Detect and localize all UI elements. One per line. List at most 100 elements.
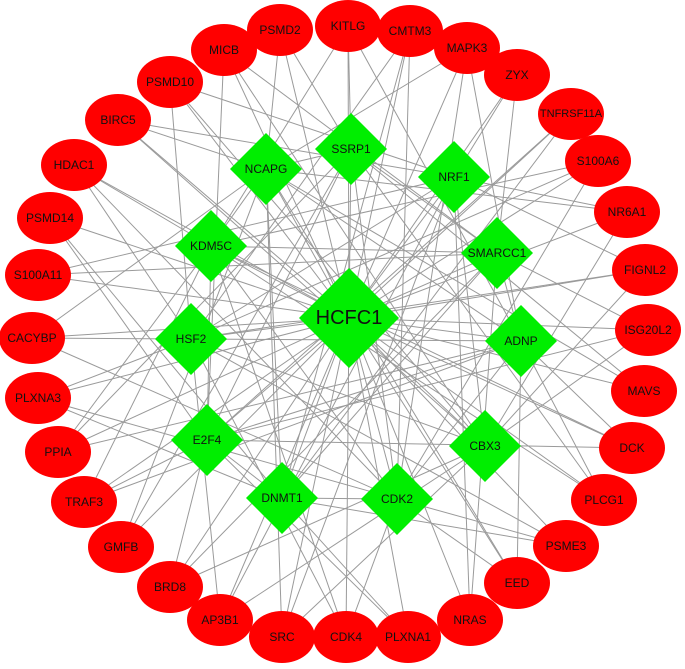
node-shape-s100a11 xyxy=(5,249,71,301)
node-shape-psmd10 xyxy=(137,56,203,108)
edge-plcg1-hcfc1 xyxy=(348,317,605,501)
hub-node-adnp[interactable]: ADNP xyxy=(485,305,557,377)
node-plxna1[interactable]: PLXNA1 xyxy=(375,611,441,663)
node-micb[interactable]: MICB xyxy=(191,24,257,76)
node-hdac1[interactable]: HDAC1 xyxy=(41,139,107,191)
node-label-dck: DCK xyxy=(619,441,644,455)
edge-ppia-adnp xyxy=(57,340,522,453)
node-psmd10[interactable]: PSMD10 xyxy=(137,56,203,108)
hub-node-hcfc1[interactable]: HCFC1 xyxy=(299,268,399,368)
node-brd8[interactable]: BRD8 xyxy=(137,561,203,613)
node-label-mavs: MAVS xyxy=(627,384,660,398)
node-zyx[interactable]: ZYX xyxy=(484,49,550,101)
node-label-src: SRC xyxy=(269,630,295,644)
hub-label-ncapg: NCAPG xyxy=(245,162,288,176)
node-nras[interactable]: NRAS xyxy=(437,594,503,646)
node-isg20l2[interactable]: ISG20L2 xyxy=(615,304,681,356)
edge-brd8-hcfc1 xyxy=(169,317,350,588)
node-gmfb[interactable]: GMFB xyxy=(88,521,154,573)
node-shape-eed xyxy=(484,557,550,609)
edge-isg20l2-cbx3 xyxy=(484,329,649,447)
node-shape-cdk4 xyxy=(313,611,379,663)
edge-ssrp1-smarcc1 xyxy=(350,148,498,254)
edge-mapk3-adnp xyxy=(466,47,522,342)
edge-psme3-hcfc1 xyxy=(348,317,567,547)
edge-psmd10-cbx3 xyxy=(169,81,486,447)
node-fignl2[interactable]: FIGNL2 xyxy=(612,244,678,296)
hub-shape-cdk2 xyxy=(361,463,433,535)
node-s100a6[interactable]: S100A6 xyxy=(565,135,631,187)
edge-birc5-cbx3 xyxy=(117,119,486,447)
node-label-micb: MICB xyxy=(209,43,239,57)
node-ppia[interactable]: PPIA xyxy=(25,426,91,478)
node-cmtm3[interactable]: CMTM3 xyxy=(377,5,443,57)
node-psmd2[interactable]: PSMD2 xyxy=(247,4,313,56)
node-dck[interactable]: DCK xyxy=(599,422,665,474)
edge-psmd10-hcfc1 xyxy=(169,81,350,319)
node-traf3[interactable]: TRAF3 xyxy=(51,476,117,528)
hub-node-e2f4[interactable]: E2F4 xyxy=(171,404,243,476)
node-psme3[interactable]: PSME3 xyxy=(533,520,599,572)
edge-fignl2-cbx3 xyxy=(484,269,646,447)
edge-cdk4-kdm5c xyxy=(210,245,347,638)
node-shape-gmfb xyxy=(88,521,154,573)
node-shape-ppia xyxy=(25,426,91,478)
node-shape-traf3 xyxy=(51,476,117,528)
hub-node-ssrp1[interactable]: SSRP1 xyxy=(315,113,387,185)
node-label-s100a11: S100A11 xyxy=(14,268,63,282)
node-psmd14[interactable]: PSMD14 xyxy=(17,192,83,244)
node-birc5[interactable]: BIRC5 xyxy=(85,94,151,146)
node-kitlg[interactable]: KITLG xyxy=(315,0,381,52)
node-mavs[interactable]: MAVS xyxy=(611,365,677,417)
edge-cmtm3-hcfc1 xyxy=(348,30,411,319)
edge-smarcc1-dnmt1 xyxy=(281,252,498,499)
node-plxna3[interactable]: PLXNA3 xyxy=(5,372,71,424)
hub-shape-e2f4 xyxy=(171,404,243,476)
node-s100a11[interactable]: S100A11 xyxy=(5,249,71,301)
node-cdk4[interactable]: CDK4 xyxy=(313,611,379,663)
hub-shape-dnmt1 xyxy=(246,462,318,534)
node-shape-cmtm3 xyxy=(377,5,443,57)
edge-s100a6-hcfc1 xyxy=(348,160,599,319)
node-src[interactable]: SRC xyxy=(249,611,315,663)
node-shape-ap3b1 xyxy=(187,594,253,646)
hub-node-cdk2[interactable]: CDK2 xyxy=(361,463,433,535)
edge-nras-nrf1 xyxy=(453,176,471,621)
node-eed[interactable]: EED xyxy=(484,557,550,609)
hub-label-cbx3: CBX3 xyxy=(469,439,501,453)
node-shape-hdac1 xyxy=(41,139,107,191)
node-label-psmd14: PSMD14 xyxy=(26,211,74,225)
node-nr6a1[interactable]: NR6A1 xyxy=(594,186,660,238)
hub-node-smarcc1[interactable]: SMARCC1 xyxy=(461,217,533,289)
hub-node-hsf2[interactable]: HSF2 xyxy=(155,303,227,375)
hub-shape-ssrp1 xyxy=(315,113,387,185)
edge-s100a11-hcfc1 xyxy=(37,274,350,319)
node-shape-plxna1 xyxy=(375,611,441,663)
hub-node-kdm5c[interactable]: KDM5C xyxy=(175,210,247,282)
node-plcg1[interactable]: PLCG1 xyxy=(571,474,637,526)
hub-node-dnmt1[interactable]: DNMT1 xyxy=(246,462,318,534)
node-ap3b1[interactable]: AP3B1 xyxy=(187,594,253,646)
hub-node-nrf1[interactable]: NRF1 xyxy=(418,141,490,213)
node-mapk3[interactable]: MAPK3 xyxy=(434,22,500,74)
edge-plcg1-ssrp1 xyxy=(350,148,605,501)
node-label-plcg1: PLCG1 xyxy=(584,493,624,507)
node-label-ppia: PPIA xyxy=(44,445,71,459)
hub-shape-kdm5c xyxy=(175,210,247,282)
node-shape-plcg1 xyxy=(571,474,637,526)
edge-gmfb-ssrp1 xyxy=(120,148,352,548)
edge-dck-kdm5c xyxy=(210,245,633,449)
node-label-eed: EED xyxy=(505,576,530,590)
node-label-tnfrsf11a: TNFRSF11A xyxy=(540,108,603,120)
edge-kdm5c-cdk2 xyxy=(210,245,398,500)
hub-shape-smarcc1 xyxy=(461,217,533,289)
hub-node-ncapg[interactable]: NCAPG xyxy=(230,133,302,205)
edge-ncapg-dnmt1 xyxy=(265,168,283,499)
node-label-brd8: BRD8 xyxy=(154,580,186,594)
hub-node-cbx3[interactable]: CBX3 xyxy=(449,410,521,482)
node-label-plxna3: PLXNA3 xyxy=(15,391,61,405)
node-cacybp[interactable]: CACYBP xyxy=(0,312,65,364)
hub-shape-ncapg xyxy=(230,133,302,205)
hub-shape-nrf1 xyxy=(418,141,490,213)
node-tnfrsf11a[interactable]: TNFRSF11A xyxy=(538,88,604,140)
